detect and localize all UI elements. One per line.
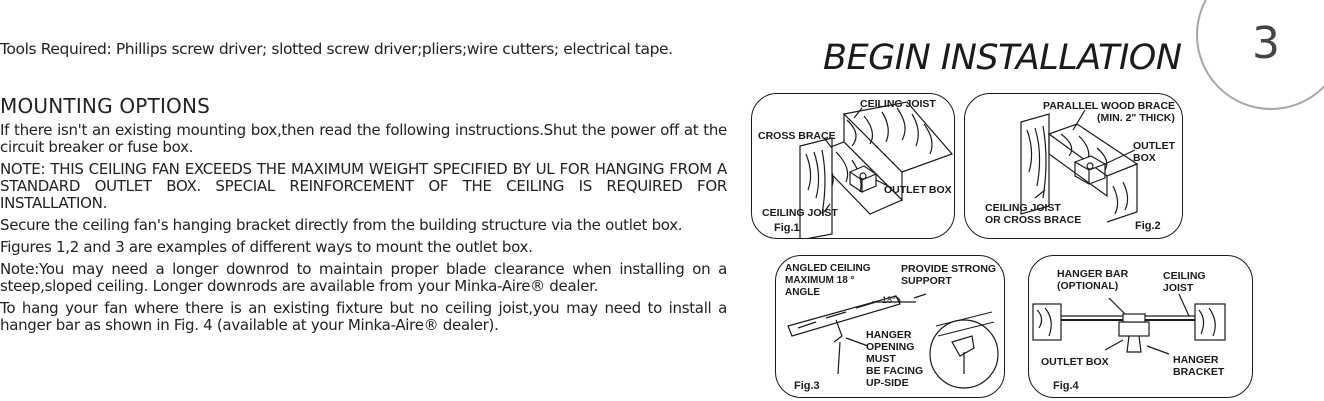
paragraph-weight-note: NOTE: THIS CEILING FAN EXCEEDS THE MAXIM… <box>0 160 727 212</box>
figure-3-illustration <box>787 293 999 389</box>
fig2-min-thick: (MIN. 2" THICK) <box>1097 112 1175 124</box>
fig1-ceiling-joist-bottom: CEILING JOIST <box>762 207 838 219</box>
figure-2: PARALLEL WOOD BRACE (MIN. 2" THICK) OUTL… <box>964 93 1183 239</box>
paragraph-secure-bracket: Secure the ceiling fan's hanging bracket… <box>0 216 683 234</box>
fig1-outlet-box: OUTLET BOX <box>884 184 952 196</box>
fig1-label: Fig.1 <box>774 222 800 234</box>
fig2-ceiling-joist: CEILING JOIST OR CROSS BRACE <box>985 202 1082 226</box>
fig3-provide-support: PROVIDE STRONG SUPPORT <box>901 263 997 287</box>
fig3-angled-ceiling: ANGLED CEILING MAXIMUM 18 ° ANGLE <box>785 263 871 298</box>
fig4-ceiling-joist: CEILING JOIST <box>1163 270 1206 294</box>
mounting-instructions: If there isn't an existing mounting box,… <box>0 122 727 339</box>
fig4-outlet-box: OUTLET BOX <box>1041 356 1109 368</box>
figure-4-illustration <box>1032 293 1226 355</box>
fig3-label: Fig.3 <box>794 380 820 392</box>
figure-3: ANGLED CEILING MAXIMUM 18 ° ANGLE PROVID… <box>775 255 1005 398</box>
figure-4: HANGER BAR (OPTIONAL) CEILING JOIST OUTL… <box>1028 255 1253 398</box>
figure-2-illustration <box>1020 109 1139 223</box>
paragraph-figures: Figures 1,2 and 3 are examples of differ… <box>0 238 533 256</box>
fig2-parallel-brace: PARALLEL WOOD BRACE <box>1043 100 1176 112</box>
fig2-label: Fig.2 <box>1135 220 1161 232</box>
fig4-label: Fig.4 <box>1053 380 1079 392</box>
fig4-hanger-bracket: HANGER BRACKET <box>1173 354 1225 378</box>
fig2-outlet-box: OUTLET BOX <box>1133 140 1175 164</box>
fig3-angle-mark: 18° <box>882 295 896 305</box>
fig3-hanger-opening: HANGER OPENING MUST BE FACING UP-SIDE <box>866 329 924 389</box>
tools-required: Tools Required: Phillips screw driver; s… <box>0 40 673 58</box>
mounting-options-title: MOUNTING OPTIONS <box>0 94 211 118</box>
paragraph-downrod-note: Note:You may need a longer downrod to ma… <box>0 260 727 295</box>
fig1-cross-brace: CROSS BRACE <box>758 130 836 142</box>
figure-1-illustration <box>799 101 954 238</box>
paragraph-hanger-bar: To hang your fan where there is an exist… <box>0 299 727 334</box>
figure-1: CEILING JOIST CROSS BRACE OUTLET BOX CEI… <box>751 93 955 239</box>
section-heading: BEGIN INSTALLATION <box>823 38 1182 78</box>
fig1-ceiling-joist-top: CEILING JOIST <box>860 98 936 110</box>
fig4-hanger-bar: HANGER BAR (OPTIONAL) <box>1057 268 1129 292</box>
paragraph-no-box: If there isn't an existing mounting box,… <box>0 121 727 156</box>
page-number: 3 <box>1252 18 1280 69</box>
